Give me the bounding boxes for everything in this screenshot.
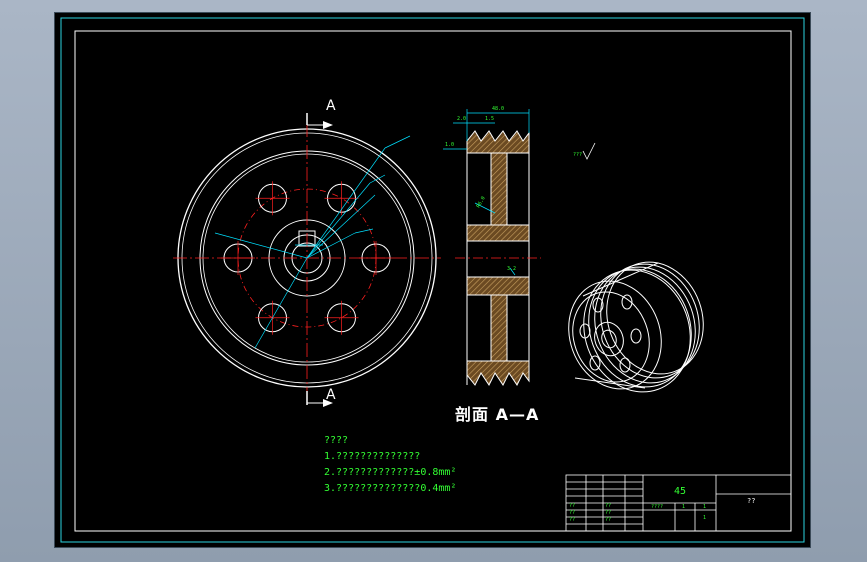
title-cell: ??: [605, 517, 612, 523]
quantity: 1: [703, 515, 707, 521]
svg-text:R6.0: R6.0: [476, 196, 487, 209]
inner-frame: [74, 30, 792, 532]
isometric-view: [568, 261, 704, 393]
svg-text:3.2: 3.2: [507, 266, 516, 272]
title-cell: ??: [569, 517, 576, 523]
note-item: 1.??????????????: [324, 451, 421, 462]
svg-text:48.0: 48.0: [492, 106, 504, 112]
drawing-name: ??: [747, 497, 756, 505]
sheet-index: 1: [703, 504, 707, 510]
scale-label: ????: [651, 504, 664, 510]
section-mark-bottom: A: [326, 387, 336, 403]
section-mark-top: A: [326, 98, 336, 114]
title-cell: ??: [569, 510, 576, 516]
surface-finish-symbol: ???: [573, 142, 596, 160]
sheet-count: 1: [682, 504, 686, 510]
drawing-sheet: 48.0 2.0 1.5 1.0 R6.0 3.2 ???: [55, 13, 810, 547]
svg-text:2.0: 2.0: [457, 116, 466, 122]
title-cell: ??: [569, 503, 576, 509]
svg-text:1.5: 1.5: [485, 116, 494, 122]
front-view: [173, 113, 441, 407]
section-view: 48.0 2.0 1.5 1.0 R6.0 3.2: [443, 106, 541, 386]
notes-title: ????: [324, 435, 349, 446]
title-block-grid: [565, 474, 792, 532]
title-cell: ??: [605, 510, 612, 516]
note-item: 3.??????????????0.4mm²: [324, 483, 457, 494]
outer-frame: [60, 17, 805, 543]
svg-text:1.0: 1.0: [445, 142, 454, 148]
svg-text:???: ???: [573, 152, 582, 158]
title-cell: ??: [605, 503, 612, 509]
section-label: 剖面 A—A: [455, 405, 540, 424]
cad-drawing: 48.0 2.0 1.5 1.0 R6.0 3.2 ???: [60, 17, 805, 543]
note-item: 2.?????????????±0.8mm²: [324, 467, 457, 478]
material-label: 45: [674, 486, 687, 497]
